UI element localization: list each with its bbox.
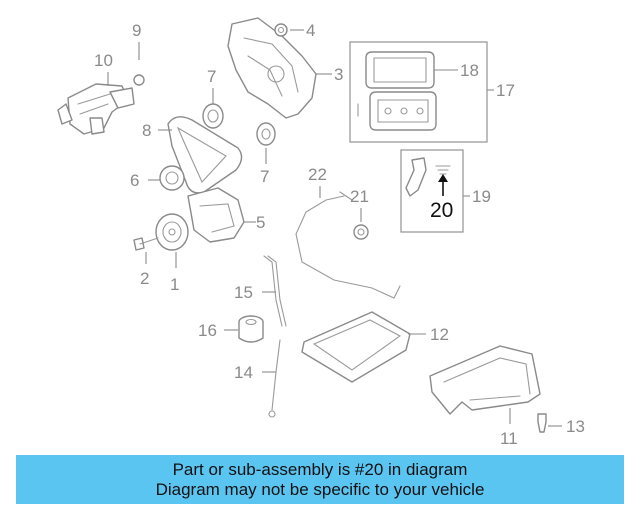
part-16-oil-filter [238, 315, 264, 343]
part-22-wiring-harness [295, 191, 401, 299]
part-8-timing-belt [167, 116, 243, 194]
part-14-dipstick [268, 339, 281, 418]
callout-7-upper: 7 [207, 67, 216, 86]
part-2-bolt [133, 237, 159, 251]
part-7-idler-pulley-lower [256, 122, 276, 146]
part-11-lower-oil-pan [429, 345, 541, 415]
box-17-valve-cover-group [349, 41, 488, 143]
part-6-sprocket [159, 165, 185, 191]
part-9-plug [133, 74, 145, 86]
callout-20: 20 [430, 199, 453, 222]
part-3-timing-cover [227, 17, 317, 119]
callout-9: 9 [132, 21, 141, 40]
callout-6: 6 [130, 171, 139, 190]
callout-14: 14 [234, 363, 253, 382]
callout-7-lower: 7 [260, 167, 269, 186]
callout-5: 5 [256, 213, 265, 232]
callout-2: 2 [140, 269, 149, 288]
callout-1: 1 [170, 275, 179, 294]
notice-line-disclaimer: Diagram may not be specific to your vehi… [155, 479, 485, 499]
callout-4: 4 [306, 21, 315, 40]
part-17-valve-cover [357, 91, 437, 131]
part-15-dipstick-tube [263, 255, 287, 327]
part-4-washer [274, 23, 288, 37]
part-5-rear-cover [187, 187, 245, 243]
callout-17: 17 [496, 81, 515, 100]
part-12-oil-pan [301, 311, 411, 383]
part-7-idler-pulley-upper [202, 103, 224, 129]
diagram-notice-banner: Part or sub-assembly is #20 in diagram D… [16, 455, 624, 504]
part-13-drain-bolt [537, 413, 547, 433]
notice-line-part-number: Part or sub-assembly is #20 in diagram [172, 459, 468, 479]
callout-15: 15 [234, 283, 253, 302]
callout-21: 21 [350, 187, 369, 206]
callout-10: 10 [94, 51, 113, 70]
box-19-oil-fill-group [400, 149, 464, 233]
part-18-valve-cover-gasket [365, 51, 435, 89]
part-19-oil-fill-tube [405, 157, 427, 197]
callout-3: 3 [334, 65, 343, 84]
callout-8: 8 [142, 121, 151, 140]
callout-12: 12 [430, 325, 449, 344]
part-10-thermostat-housing [57, 83, 135, 135]
part-1-crank-pulley [155, 213, 189, 251]
callout-16: 16 [198, 321, 217, 340]
callout-22: 22 [308, 165, 327, 184]
callout-19: 19 [472, 187, 491, 206]
part-20-oil-fill-cap [435, 165, 451, 175]
callout-11: 11 [500, 429, 518, 448]
part-21-sensor [353, 224, 369, 240]
leader-lines [107, 29, 562, 427]
callout-13: 13 [566, 417, 585, 436]
callout-18: 18 [460, 61, 479, 80]
